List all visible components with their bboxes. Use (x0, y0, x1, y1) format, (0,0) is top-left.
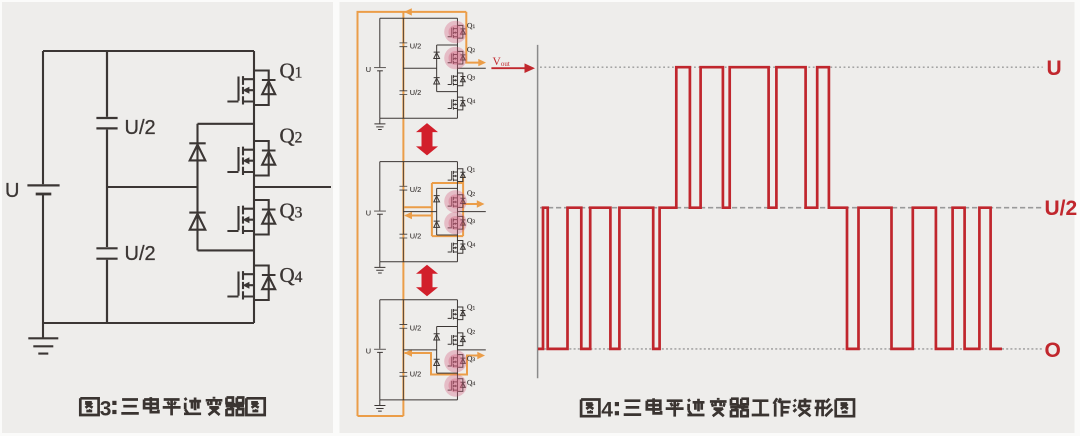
svg-text:O: O (1045, 339, 1061, 362)
svg-text:Vout: Vout (493, 56, 510, 68)
svg-text:3: 3 (100, 397, 112, 420)
svg-text:U/2: U/2 (1045, 197, 1078, 220)
svg-text:4: 4 (601, 399, 613, 422)
svg-text:U: U (1047, 57, 1062, 80)
